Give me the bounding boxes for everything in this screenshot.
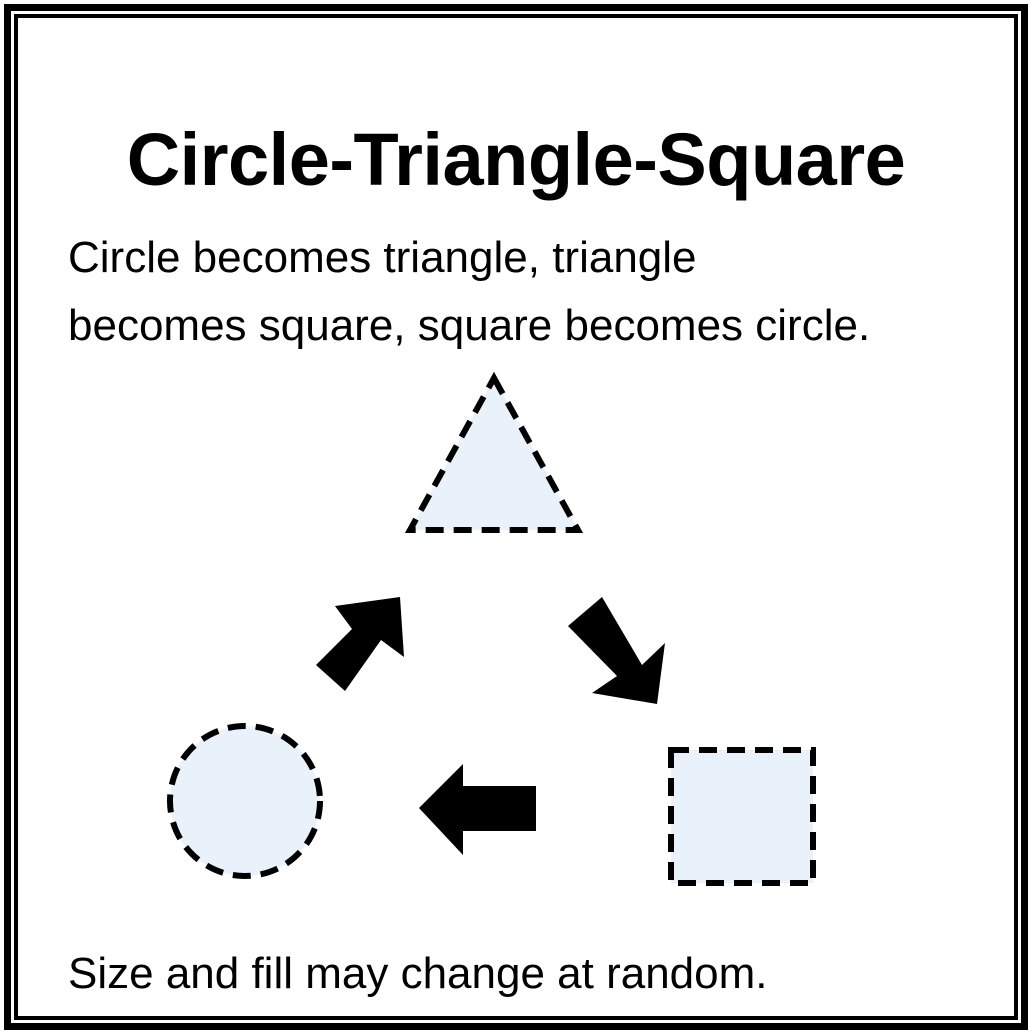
rule-description-line-1: Circle becomes triangle, triangle (68, 233, 697, 282)
triangle-shape (404, 371, 584, 533)
arrow-triangle-to-square (568, 597, 665, 704)
rule-description: Circle becomes triangle, triangle become… (68, 224, 998, 360)
arrow-circle-to-triangle (316, 597, 404, 691)
arrow-square-to-circle (419, 764, 536, 855)
diagram-title: Circle-Triangle-Square (126, 118, 906, 201)
circle-shape (167, 723, 323, 879)
rule-description-line-2: becomes square, square becomes circle. (68, 301, 871, 350)
footnote: Size and fill may change at random. (68, 949, 768, 998)
square-shape (668, 747, 816, 886)
